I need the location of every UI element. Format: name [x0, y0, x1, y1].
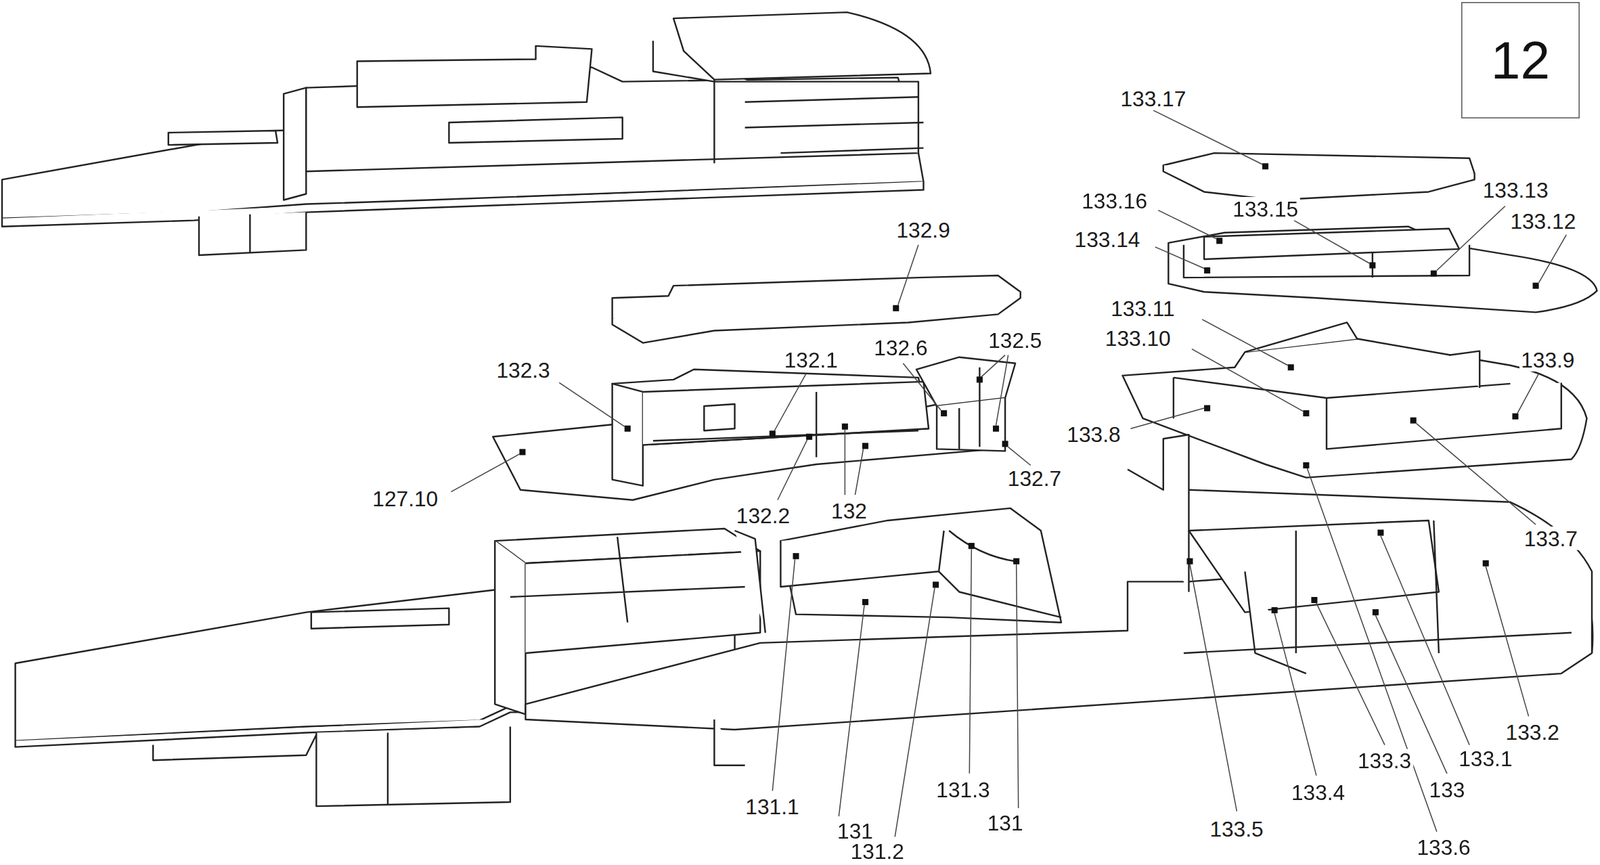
callout-number: 133.11: [1108, 296, 1177, 321]
callout-number: 133.1: [1456, 746, 1515, 771]
callout-number: 132.1: [782, 347, 840, 371]
callout-number: 132.5: [986, 328, 1044, 352]
callout-number: 133.7: [1522, 525, 1580, 550]
callout-number: 133: [1427, 776, 1468, 801]
callout-number: 133.14: [1072, 226, 1143, 251]
callout-number: 133.9: [1518, 347, 1577, 371]
callout-number: 133.17: [1118, 85, 1188, 110]
callout-number: 132.2: [734, 503, 792, 528]
callout-number: 132.6: [871, 335, 930, 359]
callout-number: 133.6: [1414, 835, 1473, 859]
callout-number: 132.9: [894, 217, 952, 242]
callout-number: 133.3: [1355, 748, 1414, 773]
callout-number: 133.10: [1103, 326, 1173, 350]
callout-number: 133.5: [1207, 816, 1265, 841]
callout-number: 132.3: [494, 357, 552, 382]
callout-number: 133.16: [1079, 188, 1150, 212]
callout-number: 132: [829, 498, 870, 523]
callout-number: 127.10: [370, 485, 440, 510]
callout-number: 133.13: [1480, 178, 1551, 202]
callout-number: 131.3: [934, 776, 992, 801]
callout-number: 133.8: [1064, 421, 1123, 446]
callout-number: 131.2: [848, 839, 907, 863]
step-number: 12: [1491, 33, 1550, 87]
callout-number: 133.15: [1230, 196, 1301, 220]
callout-number: 133.12: [1507, 208, 1578, 233]
step-number-box: 12: [1461, 2, 1580, 119]
callout-number: 132.7: [1005, 465, 1064, 490]
callout-number: 131.1: [743, 794, 801, 819]
callout-number: 133.2: [1503, 720, 1562, 744]
callout-number: 133.4: [1289, 780, 1347, 805]
callout-number: 131: [985, 810, 1026, 835]
